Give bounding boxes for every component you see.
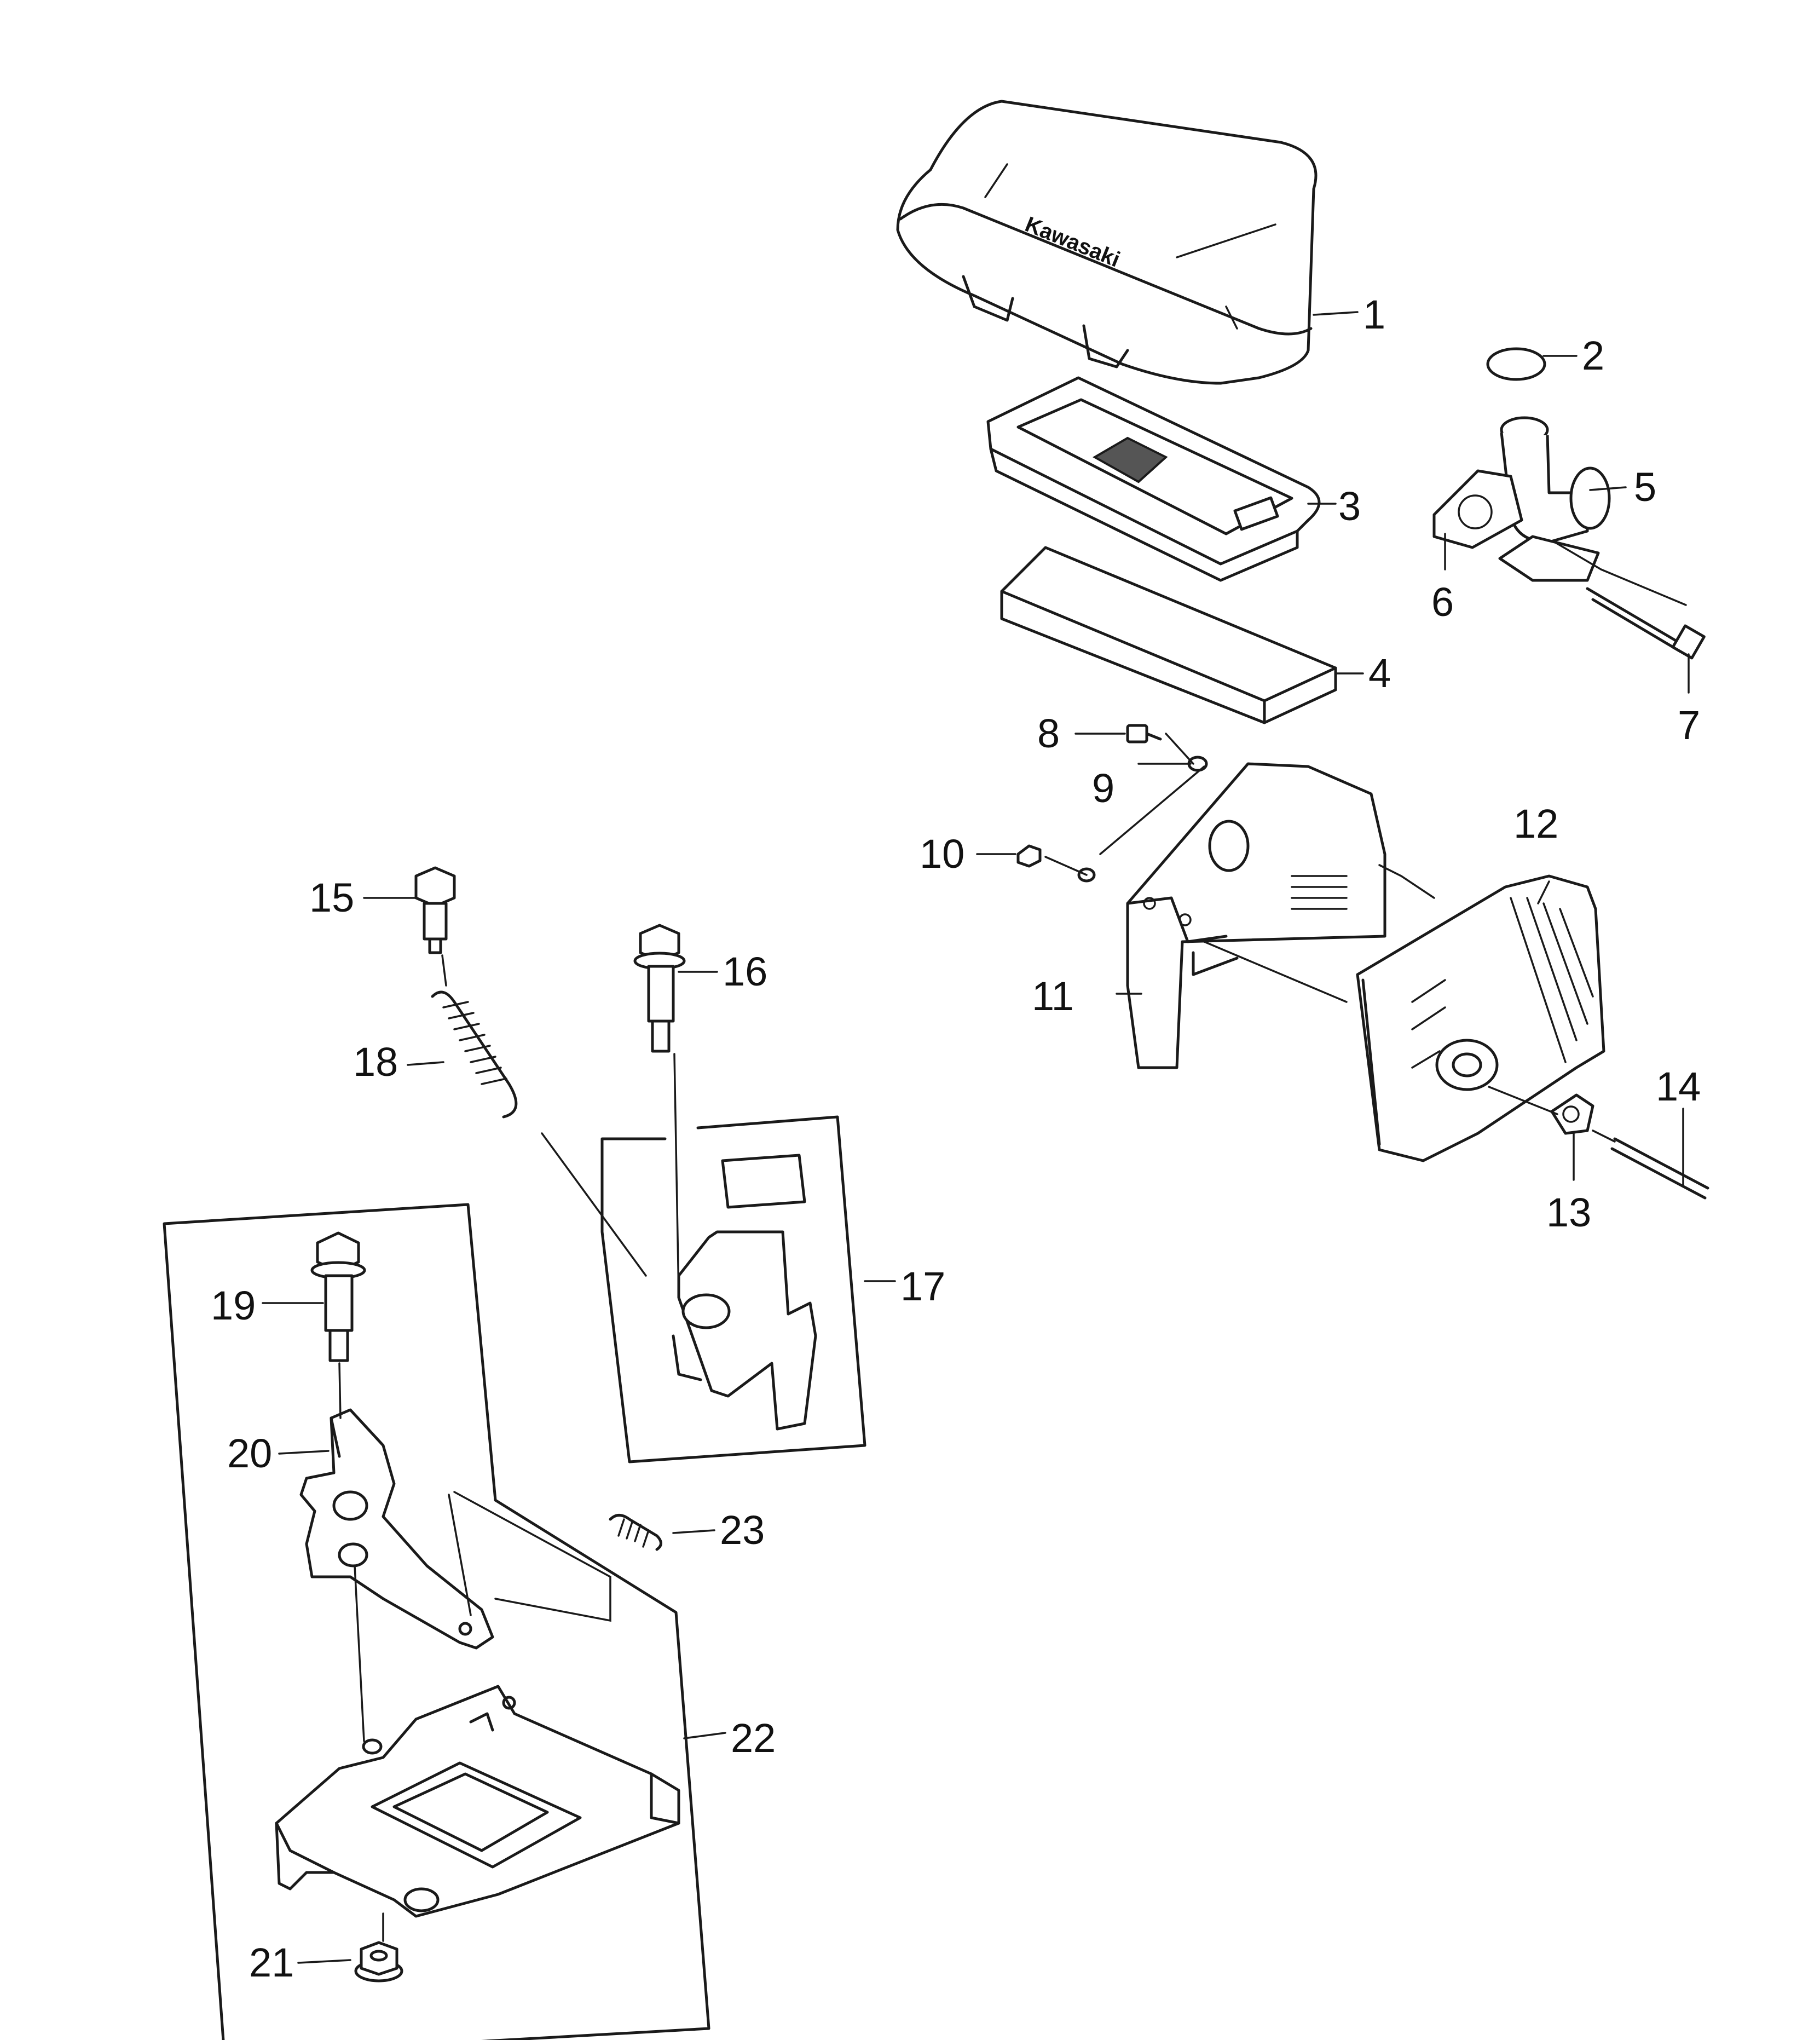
callout-17: 17 [900,1264,945,1309]
throttle-bracket-group [600,1115,866,1463]
air-inlet-elbow [1498,416,1611,582]
flange-bolt [1126,724,1162,744]
o-ring [1486,347,1546,381]
shoulder-bolt-lower [310,1231,366,1362]
callout-7: 7 [1678,702,1700,748]
callout-10: 10 [920,831,964,877]
callout-11: 11 [1032,973,1074,1019]
callout-19: 19 [211,1283,256,1328]
callout-15: 15 [309,875,354,920]
callout-21: 21 [249,1940,294,1985]
callout-18: 18 [353,1039,398,1085]
control-plate [275,1685,680,1918]
callout-23: 23 [720,1507,765,1553]
callout-4: 4 [1368,650,1391,696]
muffler-cover [1126,762,1386,1069]
callout-13: 13 [1546,1190,1591,1235]
callout-6: 6 [1431,579,1454,625]
callout-3: 3 [1338,483,1361,529]
air-filter-element [986,376,1321,582]
nut [1016,844,1042,868]
shoulder-bolt-upper [633,924,686,1053]
stud [1610,1137,1709,1200]
callout-12: 12 [1513,801,1558,846]
callout-labels: 1 2 3 5 6 4 7 8 9 10 12 11 14 13 15 16 1… [211,292,1701,1985]
callout-8: 8 [1037,711,1060,756]
callout-22: 22 [731,1715,776,1761]
callout-14: 14 [1656,1064,1701,1109]
control-lever [299,1408,494,1650]
callout-2: 2 [1582,333,1604,378]
callout-16: 16 [723,949,767,994]
return-spring [609,1514,662,1551]
flange-nut [354,1941,403,1983]
callout-20: 20 [227,1431,272,1476]
alignment-lines [338,541,1687,1942]
callout-1: 1 [1363,292,1385,337]
air-cleaner-cover: Kawasaki [896,100,1318,385]
long-bolt [1586,587,1706,660]
muffler [1356,874,1605,1162]
callout-9: 9 [1092,765,1114,811]
pre-filter-foam [1000,546,1337,724]
elbow-gasket [1432,469,1523,549]
washer [1187,756,1208,772]
exhaust-gasket [1550,1093,1594,1135]
callout-5: 5 [1634,464,1656,510]
control-lever-group [163,1203,710,2040]
governor-spring [431,990,518,1119]
governor-bolt [414,866,456,954]
leader-lines [262,311,1690,1964]
